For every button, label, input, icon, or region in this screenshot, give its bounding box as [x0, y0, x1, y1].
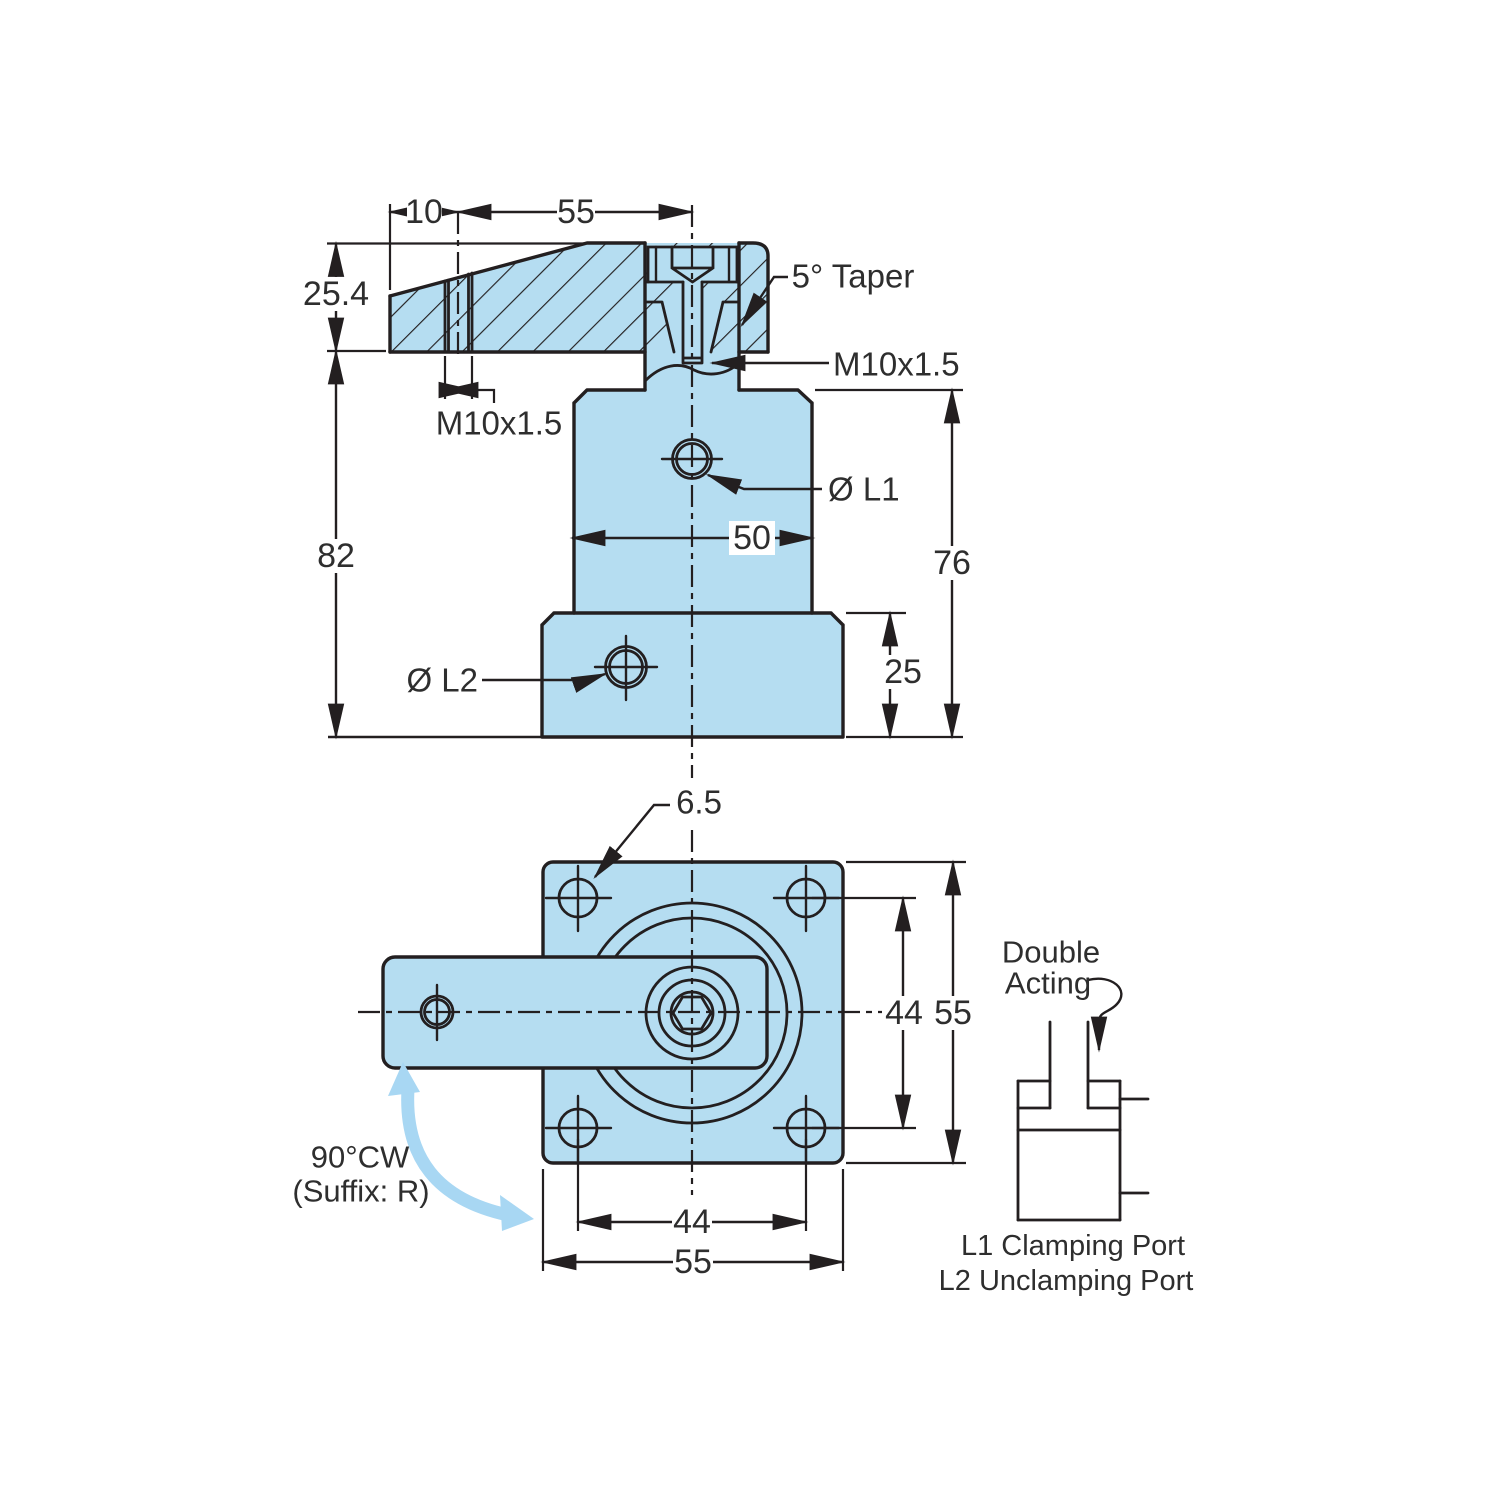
dim-44b-bg [672, 1205, 712, 1239]
dim-body-width: 50 [733, 519, 771, 557]
dim-76-bg [929, 546, 975, 580]
plan-view-dimensions: 6.5 44 55 44 55 [540, 784, 972, 1281]
label-port-L2: Ø L2 [406, 662, 478, 699]
mounting-holes [544, 864, 841, 1163]
body-outline [572, 388, 814, 615]
schematic-cylinder-walls [1016, 1079, 1122, 1222]
dim-55-bg [557, 196, 595, 228]
label-double: Double [1002, 935, 1100, 970]
ext-arm-thread [443, 356, 496, 403]
dim-flange-size-vertical: 55 [934, 994, 972, 1032]
rotation-arrow-head-up [388, 1062, 420, 1096]
label-rotation: 90°CW [311, 1140, 410, 1175]
schematic-port-stubs [1118, 1097, 1150, 1195]
bolt-shank-lines [681, 280, 704, 365]
dim-bolt-spacing-vertical: 44 [885, 994, 923, 1032]
arm-thread-hole-lines [443, 271, 474, 354]
bolt-shank-fill [683, 282, 702, 363]
dim-82-bg [313, 539, 359, 573]
rotation-annotation: 90°CW (Suffix: R) [292, 1062, 534, 1231]
dim-arm-hole-offset: 10 [405, 193, 443, 231]
front-view: 10 55 25.4 82 50 76 25 M10 [299, 193, 975, 778]
hex-socket [670, 245, 715, 284]
note-l2-unclamping-port: L2 Unclamping Port [939, 1265, 1194, 1297]
plan-view: 6.5 44 55 44 55 90°CW (Suffix: R) [292, 784, 972, 1281]
dim-55b-bg [673, 1245, 713, 1279]
label-rotation-suffix: (Suffix: R) [292, 1174, 429, 1209]
label-port-L1: Ø L1 [828, 471, 900, 508]
dim-flange-height: 25 [884, 653, 922, 691]
label-arm-thread: M10x1.5 [436, 405, 563, 442]
double-acting-schematic: Double Acting L1 Clamping Port L2 Unclam… [939, 935, 1194, 1298]
dim-overall-height: 82 [317, 537, 355, 575]
front-view-outlines [388, 241, 845, 739]
rotation-arrow-head-down [500, 1195, 534, 1231]
dim-mounting-hole: 6.5 [676, 784, 722, 821]
schematic-leader [1087, 977, 1123, 1053]
arm-top-edge [388, 241, 647, 298]
dim-flange-size-horizontal: 55 [674, 1243, 712, 1281]
dim-arm-thickness: 25.4 [303, 275, 369, 313]
dim-10-bg [407, 196, 442, 228]
leader-6-5 [593, 803, 670, 879]
label-acting: Acting [1005, 966, 1091, 1001]
label-rod-thread: M10x1.5 [833, 346, 960, 383]
leader-port-L2 [482, 672, 608, 693]
port-L2-crosshair [593, 634, 659, 702]
dim-body-height: 76 [933, 544, 971, 582]
dim-25-bg [881, 655, 925, 689]
plan-view-centerlines [358, 830, 882, 1195]
leader-port-L1 [705, 473, 822, 495]
dim-25-4-bg [299, 277, 373, 311]
dim-55r-bg [933, 996, 972, 1030]
dim-bolt-spacing-horizontal: 44 [673, 1203, 711, 1241]
taper-sleeve [643, 300, 741, 354]
front-view-centerlines [456, 205, 694, 778]
dim-arm-length: 55 [557, 193, 595, 231]
note-l1-clamping-port: L1 Clamping Port [961, 1230, 1185, 1262]
dim-50-bg [729, 521, 775, 555]
mount-hole-crosshairs [544, 864, 841, 1163]
front-view-dimensions: 10 55 25.4 82 50 76 25 M10 [299, 193, 975, 740]
dim-44r-bg [884, 996, 923, 1030]
leader-taper [740, 275, 788, 328]
rotation-arrow-arc [401, 1082, 515, 1222]
label-taper: 5° Taper [792, 258, 915, 295]
schematic-piston-rod [1048, 1020, 1090, 1110]
arm-right-edge [737, 241, 770, 354]
bolt-head-side-lines [654, 245, 731, 284]
